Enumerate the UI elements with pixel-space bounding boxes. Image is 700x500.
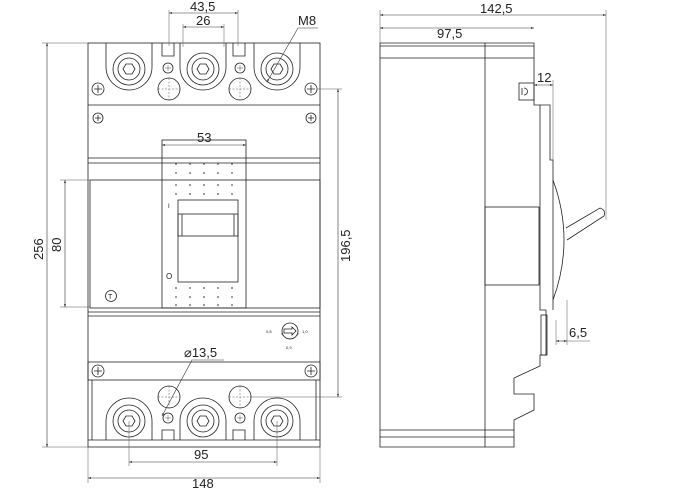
test-symbol: T	[108, 294, 113, 301]
front-dimensions: 256 80 196,5 148 95 43,5 26 53 M8 ⌀13,5	[31, 0, 353, 491]
dim-53: 53	[197, 130, 211, 145]
front-view: I O T 0,8 1,0 0,9 256	[31, 0, 353, 491]
handle-plate: I O	[161, 139, 247, 309]
label-panel	[89, 179, 321, 309]
toggle-handle	[177, 213, 239, 237]
dim-95: 95	[194, 447, 208, 462]
dim-97-5: 97,5	[437, 26, 462, 41]
thread-label: M8	[298, 13, 316, 28]
dim-43-5: 43,5	[190, 0, 215, 14]
dim-148: 148	[192, 476, 214, 491]
top-terminals	[105, 43, 301, 101]
handle-slot	[177, 199, 239, 283]
svg-text:0,8: 0,8	[266, 329, 272, 334]
mounting-screws	[91, 82, 318, 378]
dim-6-5: 6,5	[569, 325, 587, 340]
side-outline	[379, 42, 547, 448]
dim-80: 80	[49, 238, 64, 252]
bottom-terminals	[105, 385, 301, 440]
test-button	[105, 290, 117, 302]
side-dimensions: 142,5 97,5 12 6,5	[379, 1, 607, 345]
hole-label: ⌀13,5	[184, 345, 217, 360]
on-symbol: I	[168, 204, 170, 210]
dim-256: 256	[31, 238, 46, 260]
front-outline	[87, 42, 321, 448]
off-symbol: O	[166, 272, 172, 281]
svg-text:1,0: 1,0	[302, 329, 308, 334]
handle-cover	[552, 179, 565, 301]
dim-26: 26	[196, 13, 210, 28]
dim-196-5: 196,5	[338, 229, 353, 262]
dim-142-5: 142,5	[480, 1, 513, 16]
side-view: 142,5 97,5 12 6,5	[379, 1, 607, 448]
trip-adjust-dial: 0,8 1,0 0,9	[266, 322, 308, 350]
dim-12: 12	[537, 70, 551, 85]
side-handle	[565, 207, 605, 241]
svg-text:0,9: 0,9	[286, 345, 292, 350]
